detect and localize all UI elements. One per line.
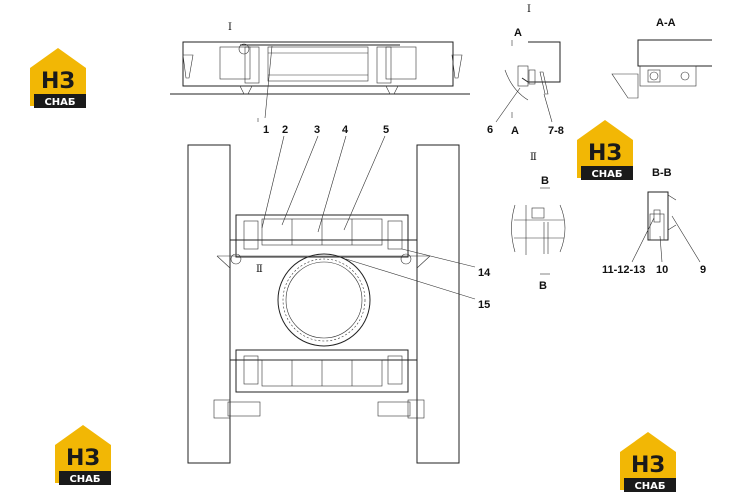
callout-14: 14: [478, 267, 491, 279]
logo-house-icon: [620, 432, 676, 490]
logo-word: СНАБ: [69, 474, 100, 485]
callout-3: 3: [314, 124, 320, 136]
cut-B-bottom: B: [539, 280, 547, 292]
cut-A-bottom: A: [511, 125, 519, 137]
side-elevation-view: Ⅰ: [170, 22, 470, 119]
left-track: [187, 144, 231, 464]
callout-6: 6: [487, 124, 493, 136]
logo-bottom-right: НЗ СНАБ: [620, 432, 676, 492]
cut-B-top: B: [541, 175, 549, 187]
view-II-label-detail: Ⅱ: [530, 152, 537, 163]
logo-house-icon: [55, 425, 111, 483]
view-II-label-plan: Ⅱ: [256, 264, 263, 275]
callout-1: 1: [263, 124, 269, 136]
logo-mark: НЗ: [66, 446, 100, 471]
logo-mark: НЗ: [588, 141, 622, 166]
callout-5: 5: [383, 124, 389, 136]
logo-mark: НЗ: [631, 453, 665, 478]
callout-9: 9: [700, 264, 706, 276]
callout-4: 4: [342, 124, 349, 136]
view-I-label-top: Ⅰ: [228, 22, 232, 33]
logo-top-left: НЗ СНАБ: [30, 48, 86, 108]
callout-10: 10: [656, 264, 668, 276]
section-AA-label: A-A: [656, 17, 676, 29]
section-BB-label: B-B: [652, 167, 672, 179]
logo-house-icon: [30, 48, 86, 106]
detail-I-view: Ⅰ A A 6 7-8: [487, 4, 564, 137]
logo-word: СНАБ: [634, 481, 665, 492]
logo-word: СНАБ: [591, 169, 622, 180]
callout-11-12-13: 11-12-13: [602, 264, 645, 276]
callout-2: 2: [282, 124, 288, 136]
detail-I-marker: [238, 43, 250, 55]
car-body-frame: [229, 239, 418, 361]
logo-house-icon: [577, 120, 633, 178]
logo-mark: НЗ: [41, 69, 75, 94]
section-AA-view: A-A: [611, 17, 712, 99]
logo-mid-right: НЗ СНАБ: [577, 120, 633, 180]
callout-15: 15: [478, 299, 490, 311]
section-BB-view: B-B 11-12-13 10 9: [602, 167, 706, 276]
logo-word: СНАБ: [44, 97, 75, 108]
cut-A-top: A: [514, 27, 522, 39]
view-I-label-detail: Ⅰ: [527, 4, 531, 15]
slewing-ring: [277, 253, 371, 347]
right-track: [416, 144, 460, 464]
callout-7-8: 7-8: [548, 125, 564, 137]
logo-bottom-left: НЗ СНАБ: [55, 425, 111, 485]
plan-view: Ⅱ 1 2 3 4 5 14 15: [187, 118, 491, 464]
detail-II-view: Ⅱ B B: [511, 152, 566, 292]
